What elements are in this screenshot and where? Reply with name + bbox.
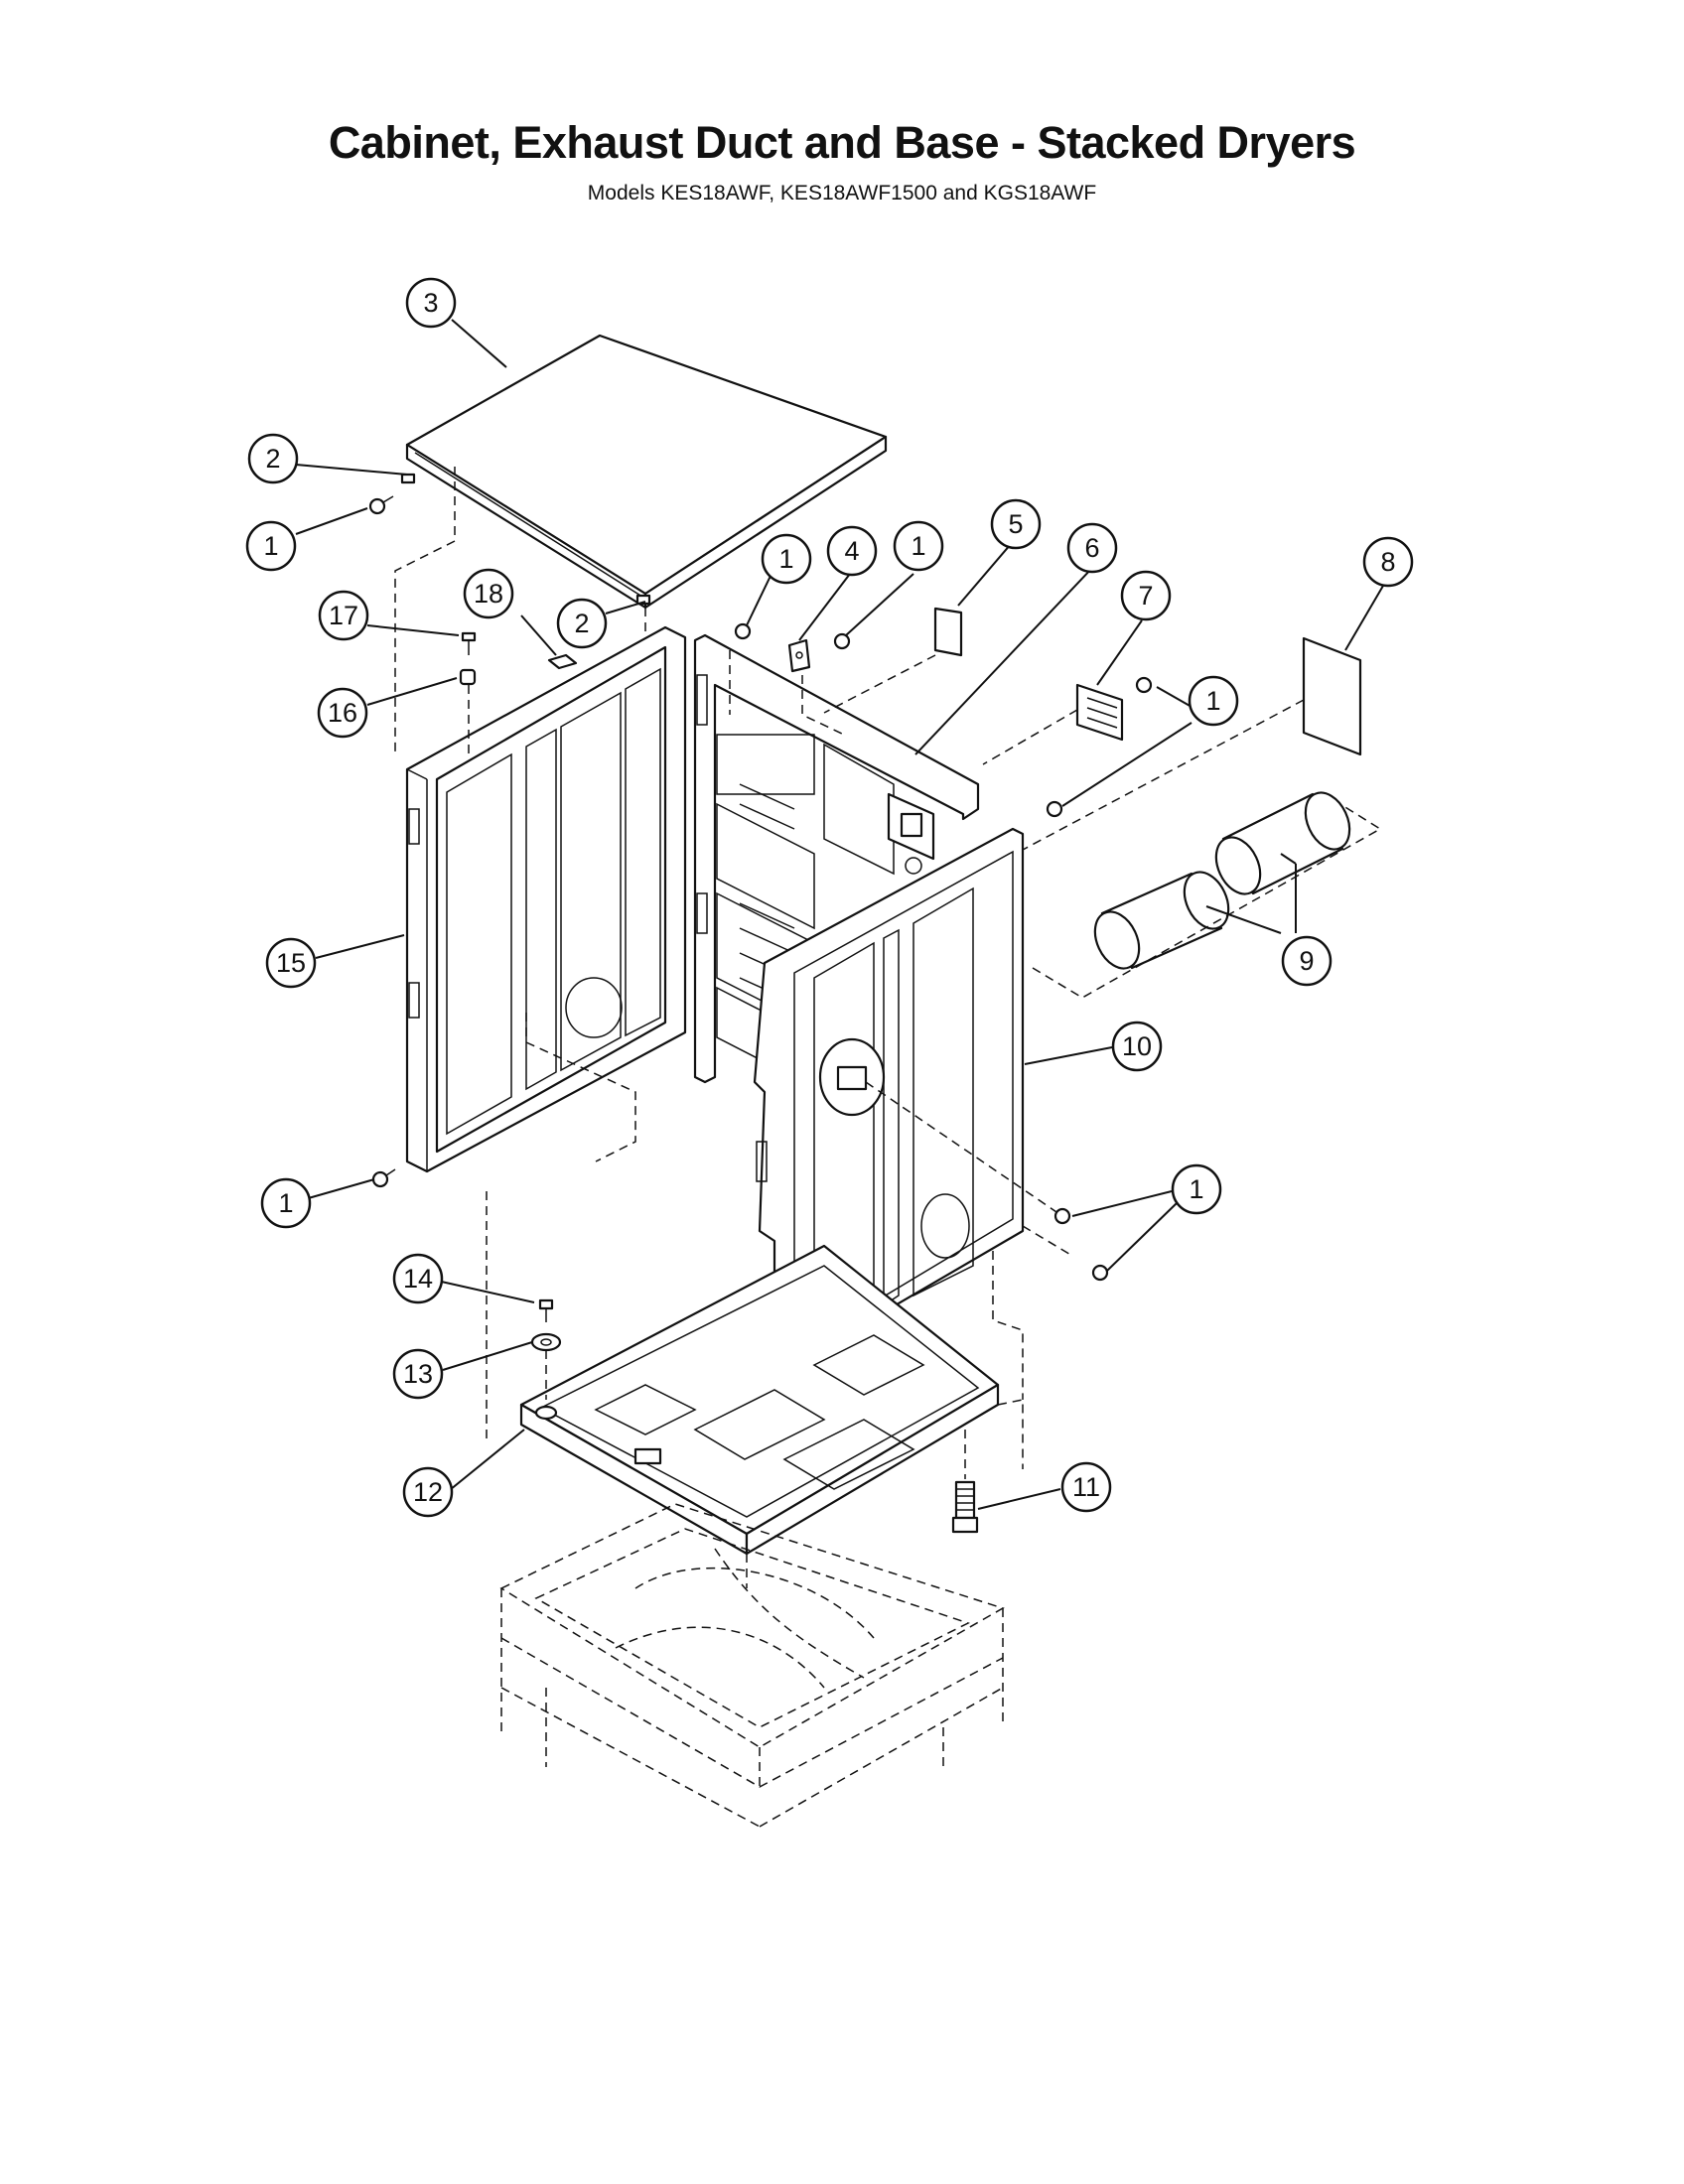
callout-2-mid: 2 xyxy=(556,598,608,649)
exhaust-duct-left xyxy=(1093,871,1230,970)
clip-top-left xyxy=(400,473,416,484)
svg-text:1: 1 xyxy=(911,531,925,561)
callout-1-mid-right: 1 xyxy=(1188,675,1239,727)
clip-part-18 xyxy=(547,653,578,670)
bolt-part-14 xyxy=(538,1298,554,1322)
screw-part-17 xyxy=(461,631,477,655)
callout-14: 14 xyxy=(392,1253,444,1304)
svg-text:13: 13 xyxy=(403,1359,433,1389)
callout-15: 15 xyxy=(265,937,317,989)
svg-text:11: 11 xyxy=(1072,1472,1100,1502)
svg-text:8: 8 xyxy=(1380,547,1395,577)
callout-13: 13 xyxy=(392,1348,444,1400)
callout-8: 8 xyxy=(1362,536,1414,588)
svg-text:1: 1 xyxy=(1189,1174,1203,1204)
screw-right-lower-2 xyxy=(1091,1264,1109,1282)
svg-text:15: 15 xyxy=(276,948,306,978)
screw-right-lower-1 xyxy=(1053,1207,1071,1225)
svg-text:4: 4 xyxy=(844,536,859,566)
svg-text:1: 1 xyxy=(263,531,278,561)
callout-1-top-left: 1 xyxy=(245,520,297,572)
svg-text:2: 2 xyxy=(265,444,280,474)
callout-12: 12 xyxy=(402,1466,454,1518)
callout-1-lower-left: 1 xyxy=(260,1177,312,1229)
svg-text:17: 17 xyxy=(329,601,358,630)
callout-1-rear-right: 1 xyxy=(893,520,944,572)
svg-text:10: 10 xyxy=(1122,1031,1152,1061)
exhaust-cover-part-7 xyxy=(1075,683,1124,742)
callout-1-rear-left: 1 xyxy=(761,533,812,585)
svg-text:1: 1 xyxy=(1205,686,1220,716)
svg-text:1: 1 xyxy=(778,544,793,574)
callout-17: 17 xyxy=(318,590,369,641)
washer-part-13 xyxy=(530,1332,562,1352)
page-subtitle: Models KES18AWF, KES18AWF1500 and KGS18A… xyxy=(587,182,1097,205)
svg-text:3: 3 xyxy=(423,288,438,318)
callout-16: 16 xyxy=(317,687,368,739)
svg-text:1: 1 xyxy=(278,1188,293,1218)
bracket-part-4 xyxy=(787,638,811,673)
svg-text:7: 7 xyxy=(1138,581,1153,611)
label-part-8 xyxy=(1302,636,1362,756)
leveling-leg-part-11 xyxy=(951,1480,979,1534)
screw-rear-1 xyxy=(734,622,752,640)
callout-9: 9 xyxy=(1281,935,1333,987)
callout-11: 11 xyxy=(1060,1461,1112,1513)
lower-unit-outline xyxy=(499,1503,1005,1828)
leader-lines xyxy=(295,319,1384,1510)
svg-text:14: 14 xyxy=(403,1264,433,1294)
screw-mid-right xyxy=(1046,800,1063,818)
page-title: Cabinet, Exhaust Duct and Base - Stacked… xyxy=(328,117,1356,168)
screw-part-7 xyxy=(1135,676,1153,694)
callout-3: 3 xyxy=(405,277,457,329)
callout-4: 4 xyxy=(826,525,878,577)
svg-text:2: 2 xyxy=(574,609,589,638)
screw-top-left xyxy=(368,495,394,515)
left-side-panel xyxy=(405,625,687,1173)
callout-18: 18 xyxy=(463,568,514,619)
svg-text:18: 18 xyxy=(474,579,503,609)
right-side-panel xyxy=(753,827,1025,1372)
rear-panel xyxy=(693,633,980,1084)
label-part-5 xyxy=(933,607,963,657)
svg-text:16: 16 xyxy=(328,698,357,728)
top-panel xyxy=(405,334,888,610)
screw-left-lower xyxy=(371,1168,396,1188)
svg-text:6: 6 xyxy=(1084,533,1099,563)
callout-10: 10 xyxy=(1111,1021,1163,1072)
nut-part-16 xyxy=(459,668,477,686)
svg-text:9: 9 xyxy=(1299,946,1314,976)
clip-top-front xyxy=(635,594,651,606)
exhaust-duct-right xyxy=(1214,791,1351,895)
callout-7: 7 xyxy=(1120,570,1172,621)
base-pan xyxy=(519,1244,1000,1556)
svg-text:5: 5 xyxy=(1008,509,1023,539)
callout-2-top: 2 xyxy=(247,433,299,484)
callout-5: 5 xyxy=(990,498,1042,550)
svg-text:12: 12 xyxy=(413,1477,443,1507)
callout-1-lower-right: 1 xyxy=(1171,1163,1222,1215)
callout-6: 6 xyxy=(1066,522,1118,574)
screw-rear-2 xyxy=(833,632,851,650)
